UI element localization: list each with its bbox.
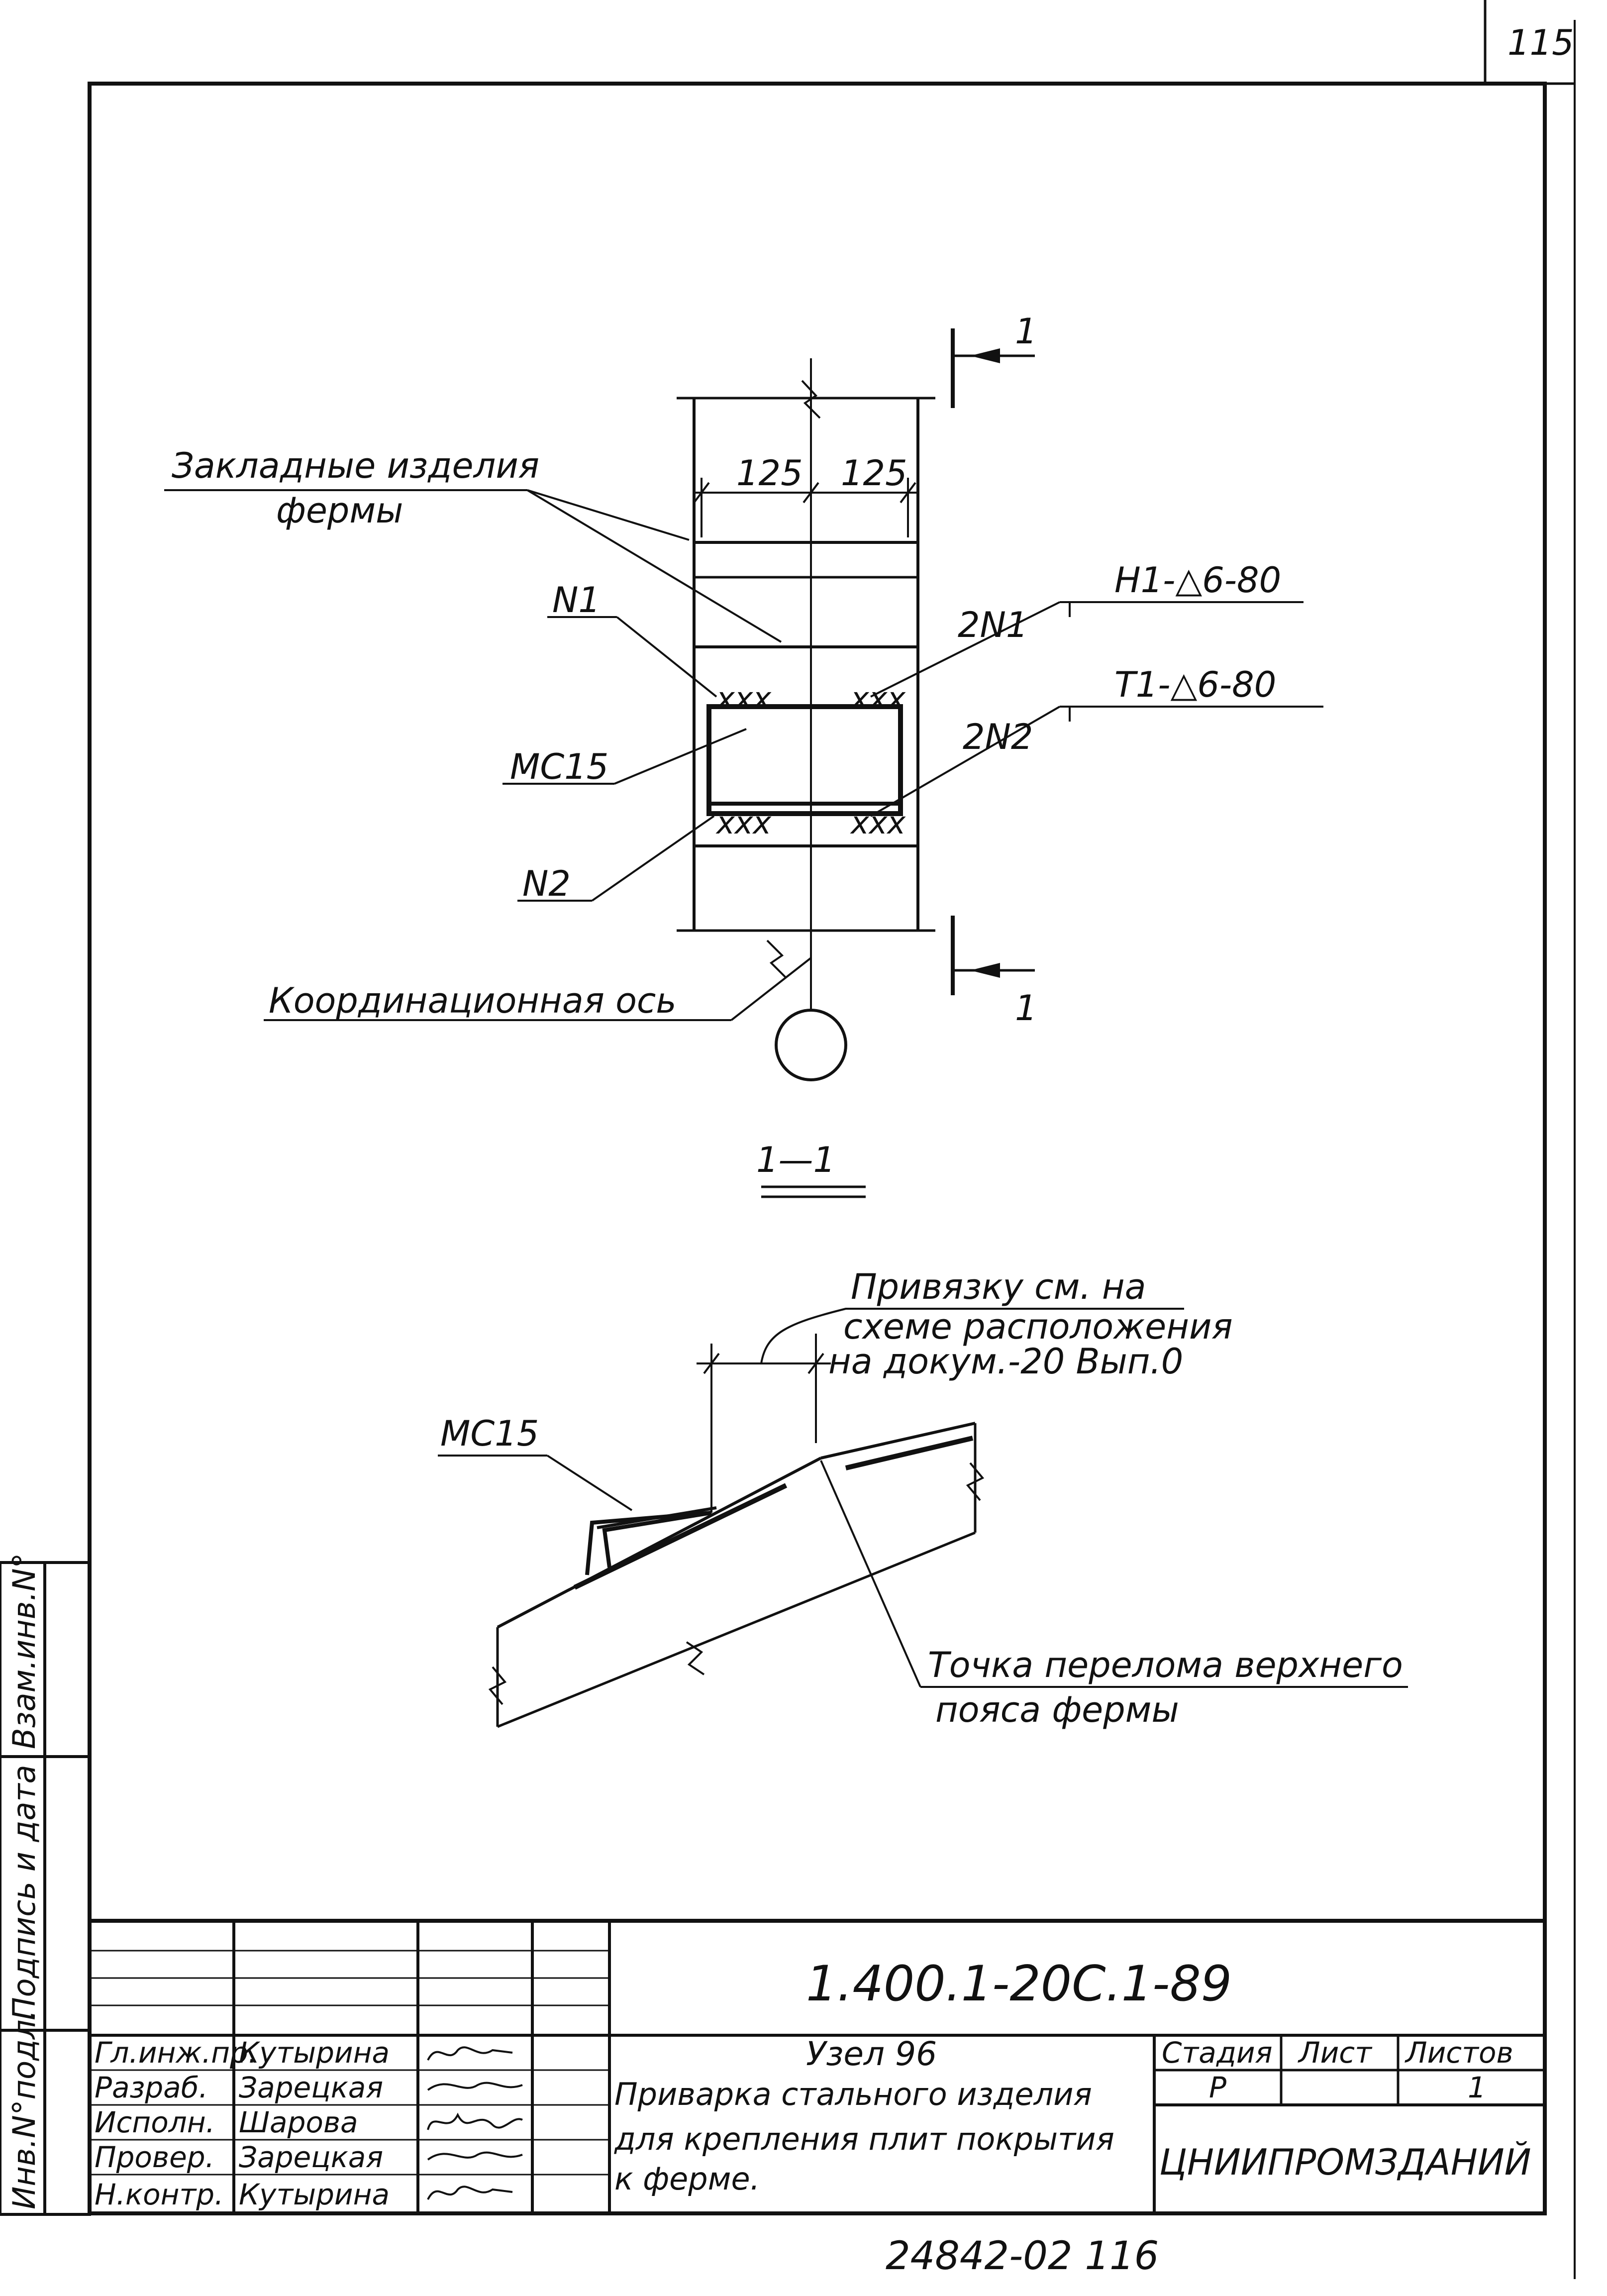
description-line-2: для крепления плит покрытия — [614, 2121, 1114, 2157]
signature-1 — [427, 2046, 513, 2061]
axis-circle — [775, 1009, 847, 1081]
organization-name: ЦНИИПРОМЗДАНИЙ — [1159, 2141, 1531, 2183]
breakpoint-label-2: пояса фермы — [935, 1689, 1179, 1730]
staff-name-2: Зарецкая — [239, 2071, 383, 2104]
label-2n1: 2N1 — [958, 605, 1028, 645]
cut-mark-top: 1 — [1015, 311, 1037, 352]
label-mc15-section: МС15 — [440, 1413, 539, 1454]
sheets-value: 1 — [1468, 2071, 1486, 2104]
staff-role-4: Провер. — [95, 2140, 214, 2174]
description-line-3: к ферме. — [614, 2161, 760, 2197]
truss-top-chord-left — [497, 1457, 822, 1629]
staff-role-5: Н.контр. — [95, 2178, 224, 2211]
sheet-frame — [88, 0, 1576, 2279]
axis-label: Координационная ось — [269, 980, 677, 1021]
truss-top-chord-right — [820, 1422, 976, 1460]
outer-border — [88, 82, 1547, 2215]
break-mark-top — [801, 380, 821, 419]
margin-vzam-label: Взам.инв.N° — [6, 1553, 42, 1749]
staff-role-2: Разраб. — [95, 2071, 208, 2104]
staff-name-1: Кутырина — [239, 2036, 390, 2070]
signature-2 — [427, 2082, 523, 2091]
section-cut-bottom — [951, 916, 1035, 995]
steel-part-mc15 — [706, 704, 903, 816]
binding-tick-left — [703, 1353, 720, 1374]
bottom-sheet-code: 24842-02 116 — [886, 2234, 1159, 2279]
weld-marks-bottom-left: xxx — [715, 805, 772, 841]
staff-name-3: Шарова — [239, 2105, 358, 2139]
embedded-plates — [694, 541, 918, 847]
cut-mark-bottom: 1 — [1015, 988, 1037, 1029]
weld-marks-bottom-right: xxx — [850, 805, 906, 841]
column-outline — [677, 397, 935, 932]
margin-signature-label: Подпись и дата — [6, 1765, 42, 2020]
binding-leader — [760, 1308, 1184, 1364]
sheet-header: Лист — [1298, 2036, 1373, 2070]
staff-name-4: Зарецкая — [239, 2140, 383, 2174]
signature-4 — [427, 2151, 523, 2161]
section-title-underline — [761, 1185, 866, 1198]
stage-value: Р — [1209, 2071, 1226, 2104]
weld-t1: Т1-△6-80 — [1114, 664, 1276, 705]
description-line-1: Приварка стального изделия — [614, 2076, 1092, 2112]
mc15-angle-flange — [597, 1506, 717, 1529]
staff-role-3: Исполн. — [95, 2105, 215, 2139]
section-break-left — [488, 1666, 507, 1705]
margin-inv-label: Инв.N°подл. — [6, 2010, 42, 2209]
document-code: 1.400.1-20С.1-89 — [806, 1956, 1232, 2012]
binding-tick-right — [807, 1353, 824, 1374]
staff-table: Гл.инж.пр. Кутырина Разраб. Зарецкая Исп… — [95, 2036, 390, 2211]
weld-h1: Н1-△6-80 — [1114, 560, 1281, 601]
binding-note-3: на докум.-20 Вып.0 — [828, 1341, 1183, 1382]
signature-5 — [427, 2186, 513, 2200]
signature-3 — [427, 2112, 523, 2130]
plan-view — [164, 328, 1323, 1081]
signatures — [427, 2046, 523, 2200]
weld-marks-top-left: xxx — [715, 680, 772, 717]
plate-right — [845, 1436, 974, 1470]
label-2n2: 2N2 — [963, 717, 1033, 757]
sheets-header: Листов — [1405, 2036, 1513, 2070]
plate-left — [573, 1483, 788, 1590]
break-mark-bottom — [766, 939, 787, 979]
section-break-right — [966, 1462, 985, 1501]
weld-marks-top-right: xxx — [850, 680, 906, 717]
margin-stamp — [0, 1561, 91, 2216]
dimension-line — [693, 478, 918, 537]
embed-label-line2: фермы — [276, 490, 403, 531]
dim-right: 125 — [841, 453, 907, 494]
staff-name-5: Кутырина — [239, 2178, 390, 2211]
breakpoint-leader — [820, 1460, 921, 1687]
label-mc15-plan: МС15 — [510, 746, 608, 787]
section-title: 1—1 — [756, 1140, 835, 1180]
node-title: Узел 96 — [806, 2035, 937, 2073]
dim-left: 125 — [736, 453, 803, 494]
truss-bottom-chord — [497, 1531, 976, 1728]
section-break-mid — [686, 1641, 705, 1675]
binding-note-1: Привязку см. на — [851, 1266, 1146, 1307]
mc15-angle — [585, 1511, 712, 1575]
title-block — [90, 1919, 1545, 2214]
embed-label-line1: Закладные изделия — [172, 445, 539, 486]
mc15-section-leader — [546, 1455, 633, 1511]
label-n1: N1 — [552, 580, 601, 621]
binding-note-2: схеме расположения — [843, 1306, 1233, 1347]
section-cut-top — [951, 328, 1035, 408]
corner-sheet-number: 115 — [1507, 22, 1574, 63]
staff-role-1: Гл.инж.пр. — [95, 2036, 257, 2070]
stage-header: Стадия — [1162, 2036, 1273, 2070]
label-n2: N2 — [522, 863, 571, 904]
section-view — [438, 1308, 1408, 1728]
breakpoint-label-1: Точка перелома верхнего — [928, 1645, 1403, 1685]
leader-lines — [164, 489, 1323, 1021]
